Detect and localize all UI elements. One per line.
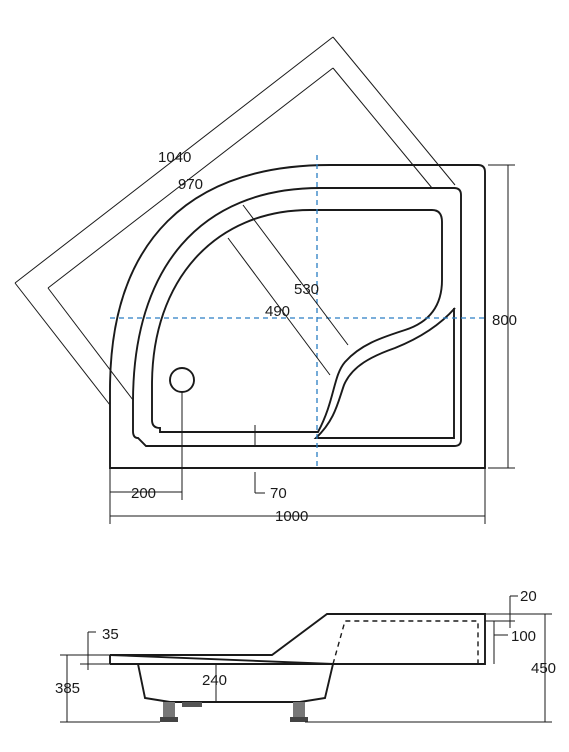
label-240: 240: [202, 672, 227, 689]
leg-foot-right: [290, 717, 308, 722]
side-basin-body: [137, 663, 334, 703]
tray-outer-outline: [109, 164, 486, 469]
seat-step-curve: [313, 307, 456, 439]
dim-1040-ext-right: [332, 36, 456, 186]
leg-foot-left: [160, 717, 178, 722]
label-490: 490: [265, 303, 290, 320]
dim-970-line: [47, 67, 334, 289]
label-1040: 1040: [158, 149, 191, 166]
label-970: 970: [178, 176, 203, 193]
dim-1040-line: [14, 36, 334, 284]
dim-970-ext-left: [47, 287, 134, 401]
label-1000: 1000: [275, 508, 308, 525]
label-70: 70: [270, 485, 287, 502]
drain-pipe: [182, 702, 202, 707]
label-20: 20: [520, 588, 537, 605]
label-100: 100: [511, 628, 536, 645]
basin-outline: [151, 209, 443, 433]
label-450: 450: [531, 660, 556, 677]
label-530: 530: [294, 281, 319, 298]
side-view: [60, 595, 552, 723]
label-800: 800: [492, 312, 517, 329]
label-35: 35: [102, 626, 119, 643]
label-385: 385: [55, 680, 80, 697]
dim-490-line: [227, 237, 331, 376]
dim-970-ext-right: [332, 67, 433, 189]
top-view: [14, 36, 515, 524]
seat-dashed-line: [332, 620, 479, 665]
label-200: 200: [131, 485, 156, 502]
drain-circle: [169, 367, 195, 393]
dim-1040-ext-left: [14, 282, 111, 406]
dim-530-line: [242, 204, 349, 346]
tray-rim-outline: [132, 187, 462, 447]
